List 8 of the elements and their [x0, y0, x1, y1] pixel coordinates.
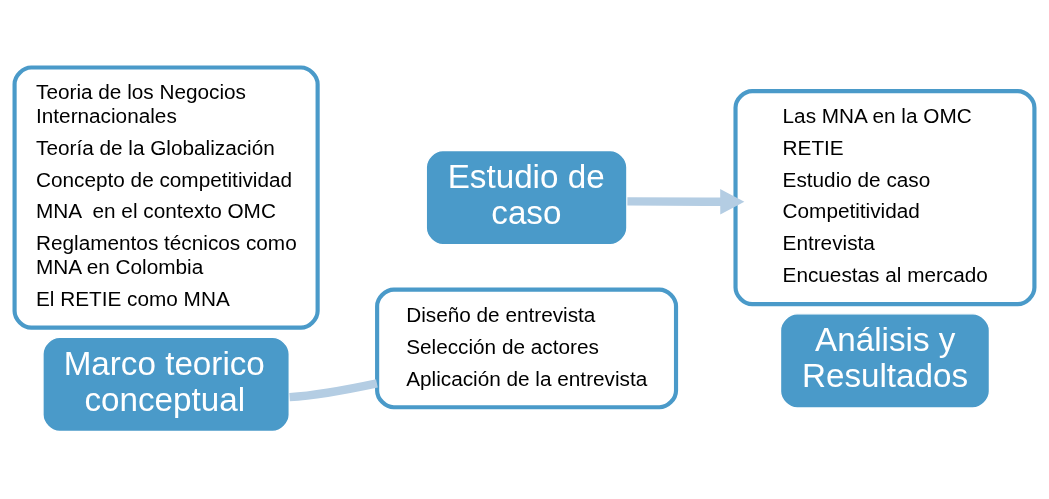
- node-box: Marco teorico conceptual: [42, 336, 290, 433]
- node-box: Teoria de los Negocios Internacionales Teoría de la Globalización Concepto de competitividad MNA en el contexto OMC Reglamentos técnicos como MNA en Colombia El RETIE como MNA: [12, 65, 320, 330]
- node-box: Diseño de entrevista Selección de actores Aplicación de la entrevista: [375, 287, 679, 410]
- node-box: Las MNA en la OMC RETIE Estudio de caso Competitividad Entrevista Encuestas al mercado: [733, 89, 1037, 307]
- connector: [289, 379, 378, 402]
- arrow: [627, 189, 745, 215]
- node-box: Análisis y Resultados: [779, 313, 991, 409]
- node-box: Estudio de caso: [425, 149, 628, 246]
